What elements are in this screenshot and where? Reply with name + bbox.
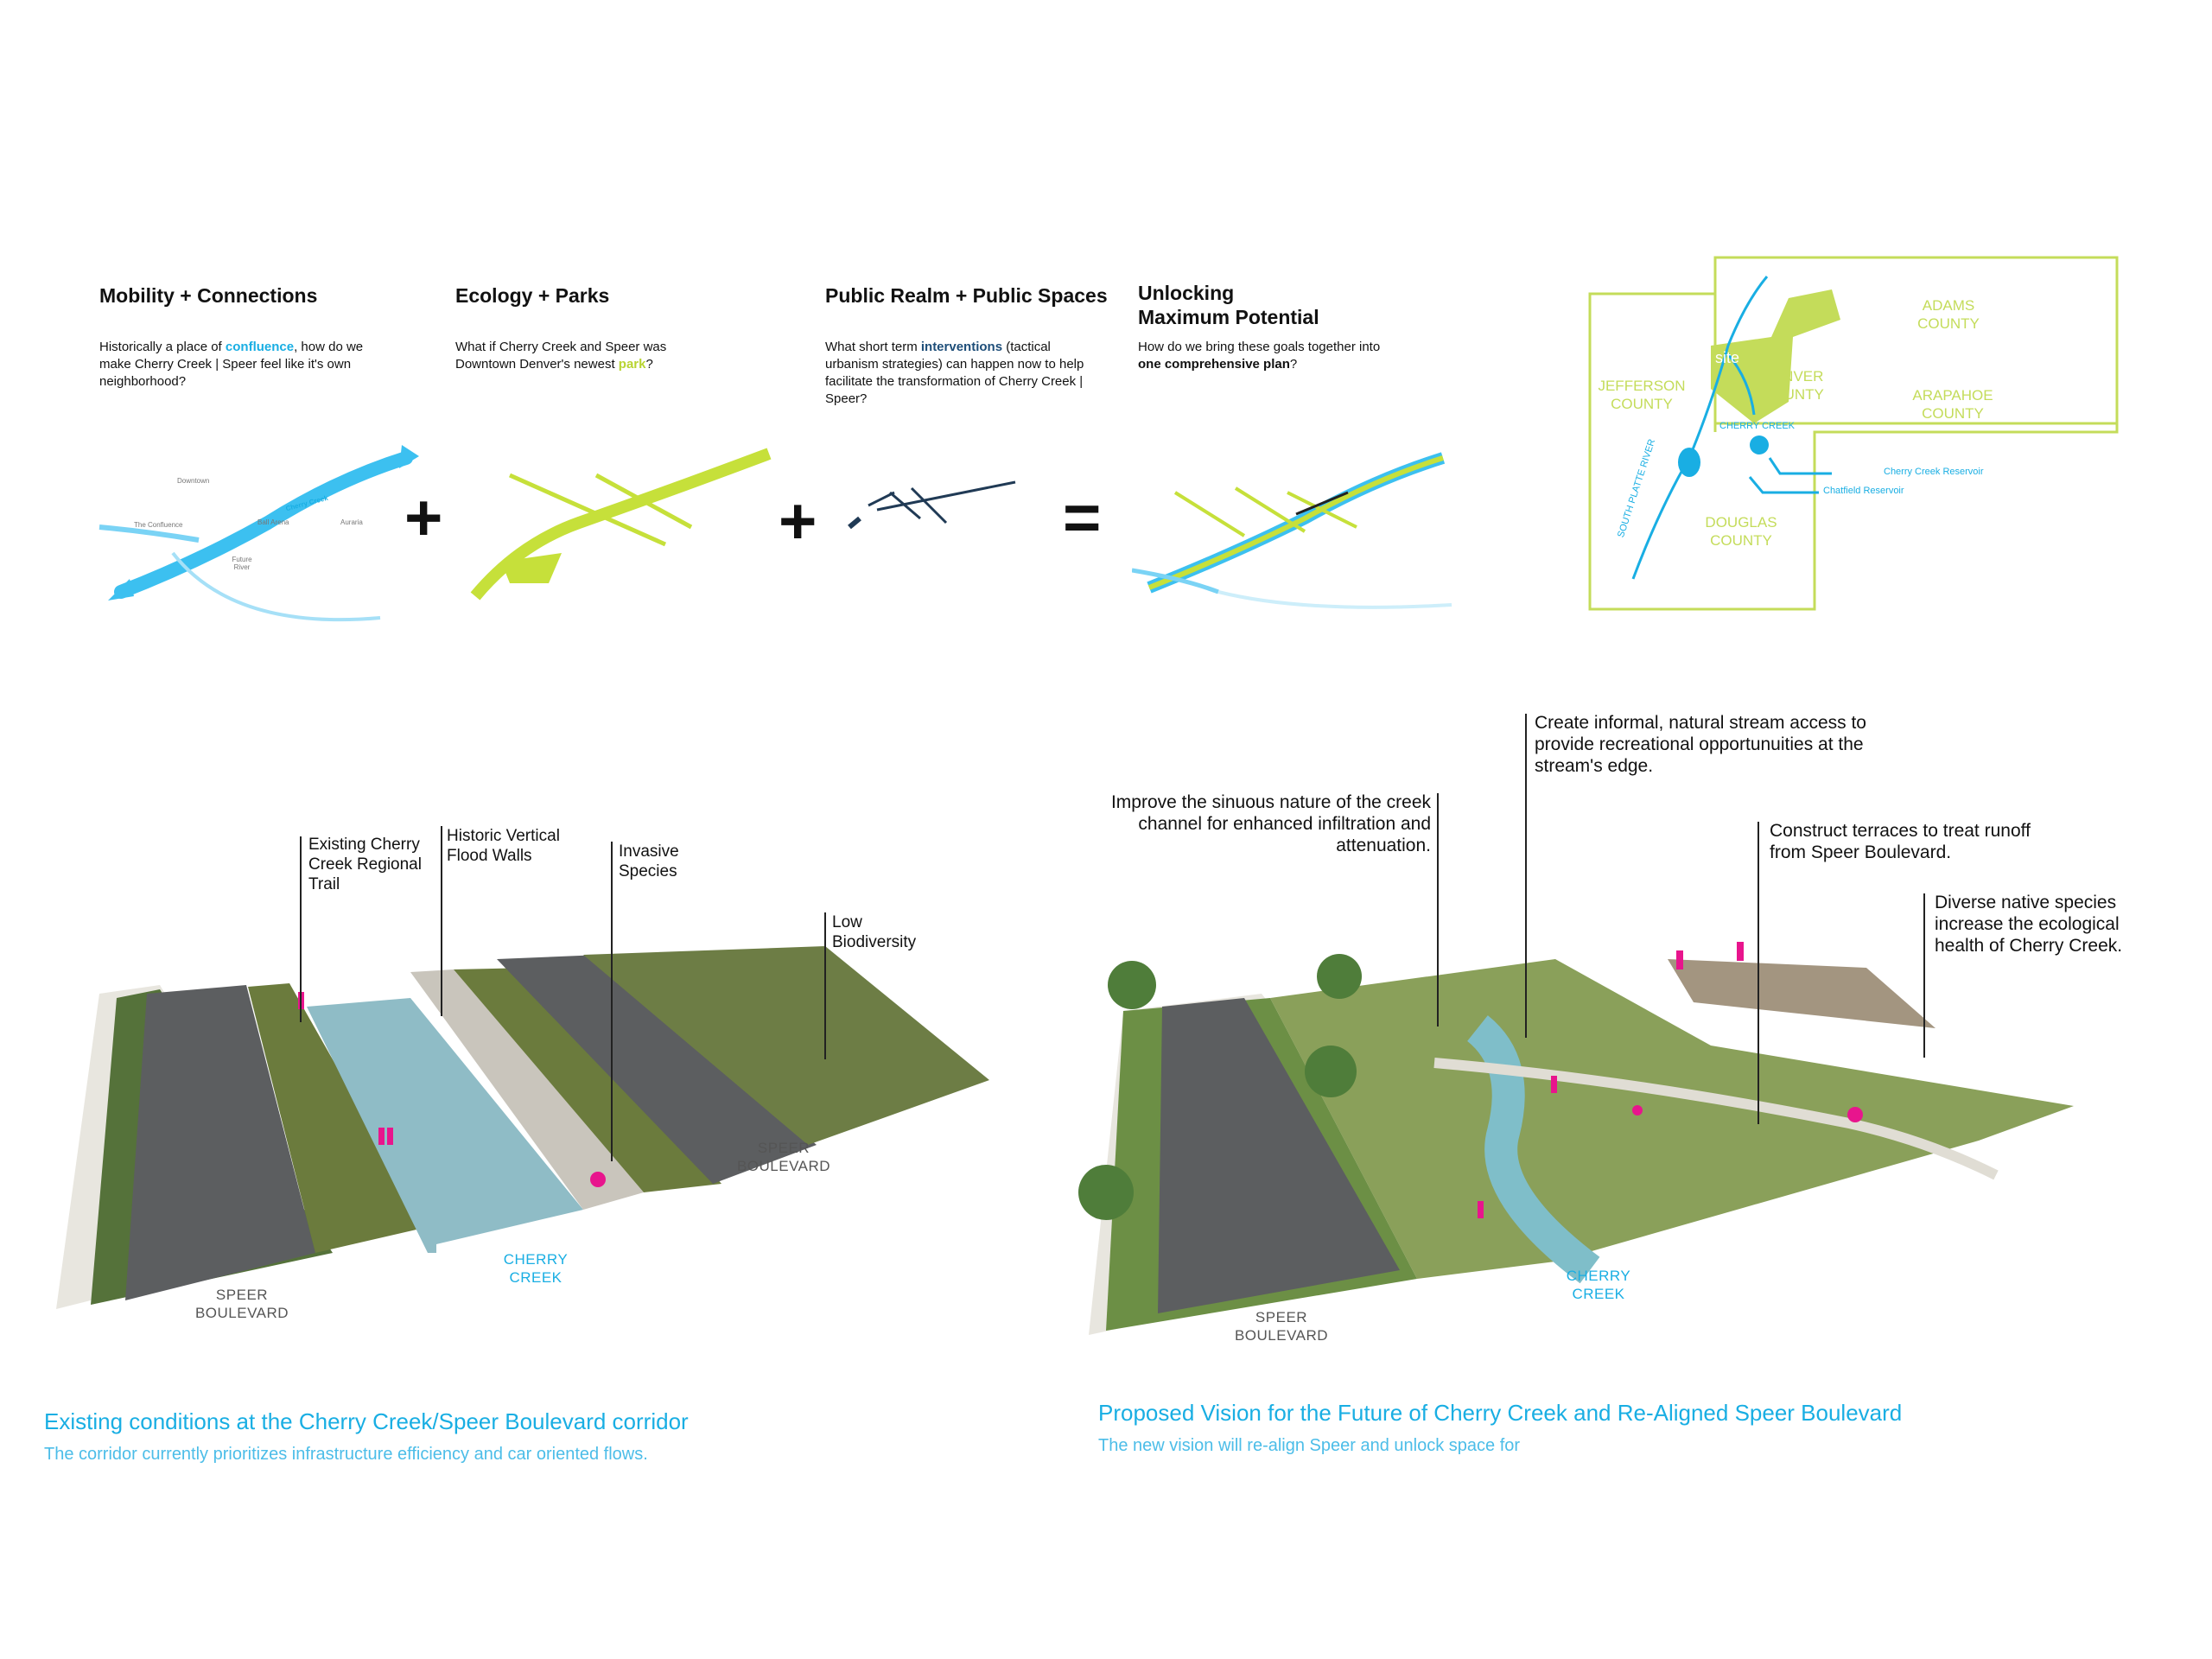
map-label: Ball Arena [257,518,289,526]
equals-sign: = [1063,481,1102,555]
title-line: Maximum Potential [1138,306,1319,328]
region-map [1588,256,2119,611]
existing-conditions-illustration [56,946,989,1309]
text: What if Cherry Creek and Speer was Downt… [455,340,667,372]
goal-text-ecology: What if Cherry Creek and Speer was Downt… [455,339,680,373]
goal-title-mobility: Mobility + Connections [99,284,318,307]
label-sinuous-channel: Improve the sinuous nature of the creek … [1110,792,1431,855]
label-speer-boulevard: SPEER BOULEVARD [736,1140,831,1174]
label-stream-access: Create informal, natural stream access t… [1535,713,1866,776]
text: What short term [825,340,921,354]
map-label: Future River [232,556,252,571]
label-flood-walls: Historic Vertical Flood Walls [447,827,560,865]
goal-text-mobility: Historically a place of confluence, how … [99,339,385,391]
chatfield-reservoir-label: Chatfield Reservoir [1823,486,1904,496]
highlight-interventions: interventions [920,340,1003,354]
map-label: Auraria [340,518,363,526]
highlight-plan: one comprehensive plan [1138,357,1290,372]
ecology-diagram [470,448,772,601]
text: ? [1289,357,1298,372]
county-adams: ADAMS COUNTY [1917,297,1980,332]
combined-diagram [1132,452,1452,609]
county-arapahoe: ARAPAHOE COUNTY [1912,387,1993,422]
label-speer-boulevard: SPEER BOULEVARD [1234,1309,1329,1344]
highlight-park: park [618,357,646,372]
county-jefferson: JEFFERSON COUNTY [1598,378,1686,412]
label-regional-trail: Existing Cherry Creek Regional Trail [308,836,422,893]
public-realm-diagram [848,480,1016,530]
goal-text-public-realm: What short term interventions (tactical … [825,339,1093,408]
label-speer-boulevard: SPEER BOULEVARD [194,1287,289,1321]
goal-title-public-realm: Public Realm + Public Spaces [825,284,1108,307]
map-label: Downtown [177,477,210,485]
text: How do we bring these goals together int… [1138,340,1381,354]
plus-sign: + [779,485,817,558]
label-low-biodiversity: Low Biodiversity [832,913,917,951]
county-denver: DENVER COUNTY [1762,368,1824,403]
goal-text-unlocking: How do we bring these goals together int… [1138,339,1397,373]
title-line: Unlocking [1138,282,1235,304]
county-douglas: DOUGLAS COUNTY [1705,514,1777,549]
label-terraces: Construct terraces to treat runoff from … [1770,821,2031,862]
label-invasive-species: Invasive Species [619,842,679,880]
cherry-creek-reservoir-label: Cherry Creek Reservoir [1884,467,1984,477]
text: (tactical urbanism strategies) can happe… [825,340,1084,406]
plus-sign: + [404,481,443,555]
existing-caption-title: Existing conditions at the Cherry Creek/… [44,1408,689,1434]
highlight-confluence: confluence [225,340,295,354]
label-cherry-creek: CHERRY CREEK [1566,1268,1631,1302]
mobility-diagram [99,445,419,622]
map-label: The Confluence [134,521,183,529]
text: Historically a place of [99,340,226,354]
proposed-vision-illustration [1078,942,2074,1335]
proposed-caption-subtitle: The new vision will re-align Speer and u… [1098,1436,1521,1455]
text: , how do we make Cherry Creek | Speer fe… [99,340,364,389]
label-native-species: Diverse native species increase the ecol… [1935,893,2123,956]
site-label: site [1715,349,1740,366]
cherry-creek-label: CHERRY CREEK [1719,421,1796,431]
goal-title-ecology: Ecology + Parks [455,284,610,307]
text: ? [645,357,653,372]
existing-caption-subtitle: The corridor currently prioritizes infra… [44,1445,648,1464]
proposed-caption-title: Proposed Vision for the Future of Cherry… [1098,1400,1903,1426]
label-cherry-creek: CHERRY CREEK [503,1251,569,1286]
